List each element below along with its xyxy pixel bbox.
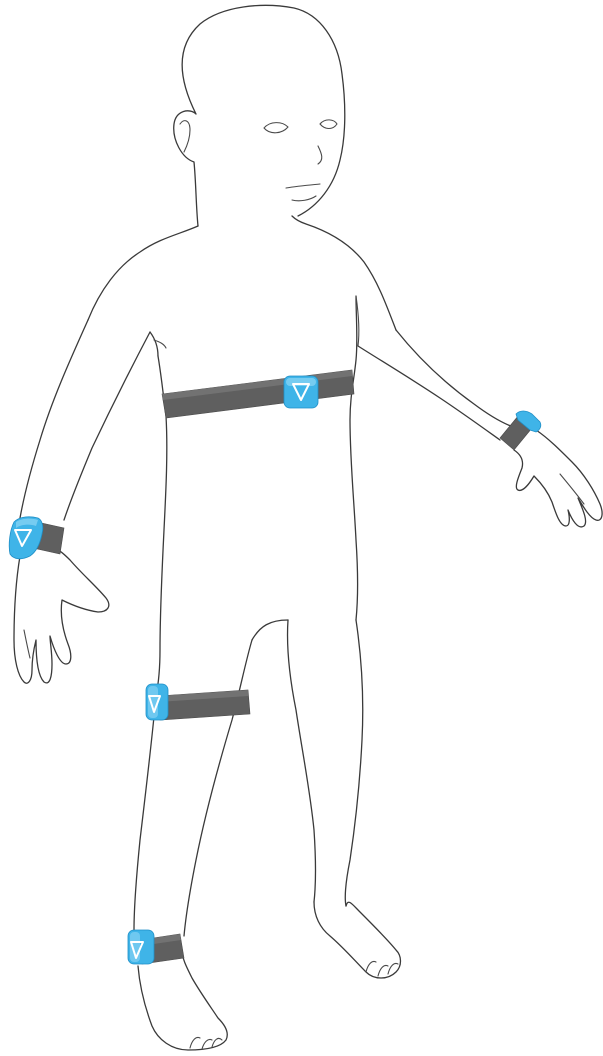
right-leg-inner [287, 620, 315, 902]
right-wrist-sensor-group [500, 411, 541, 450]
thigh-sensor-group [146, 684, 250, 720]
ankle-sensor-group [128, 930, 184, 964]
ear-outline [180, 121, 190, 152]
right-arm-upper [396, 330, 516, 428]
left-eye [264, 123, 288, 133]
right-eye [320, 120, 337, 129]
left-underarm [150, 332, 158, 356]
left-hand [14, 550, 109, 683]
left-arm-inner [64, 332, 150, 520]
thigh-sensor-light [148, 686, 158, 718]
right-hand-finger-line [560, 474, 584, 504]
right-foot [314, 902, 401, 978]
right-hand [514, 430, 602, 527]
child-body-outline [14, 5, 602, 1050]
left-foot [138, 950, 227, 1050]
right-arm-lower [358, 346, 500, 440]
neck-right [292, 216, 396, 330]
nose [318, 146, 322, 164]
right-leg-outer [345, 620, 363, 906]
left-toes [190, 1037, 222, 1049]
left-hand-finger-line [24, 630, 30, 658]
left-leg-inner [184, 640, 252, 936]
chin [292, 196, 316, 201]
crotch [252, 620, 288, 640]
torso-right [350, 296, 358, 620]
head-outline [174, 5, 345, 226]
left-wrist-sensor-group [9, 517, 64, 559]
chest-sensor-group [162, 370, 354, 418]
left-leg-outer [134, 696, 156, 930]
left-arm-outer [20, 320, 88, 518]
neck-left [88, 226, 198, 320]
mouth [286, 184, 320, 188]
